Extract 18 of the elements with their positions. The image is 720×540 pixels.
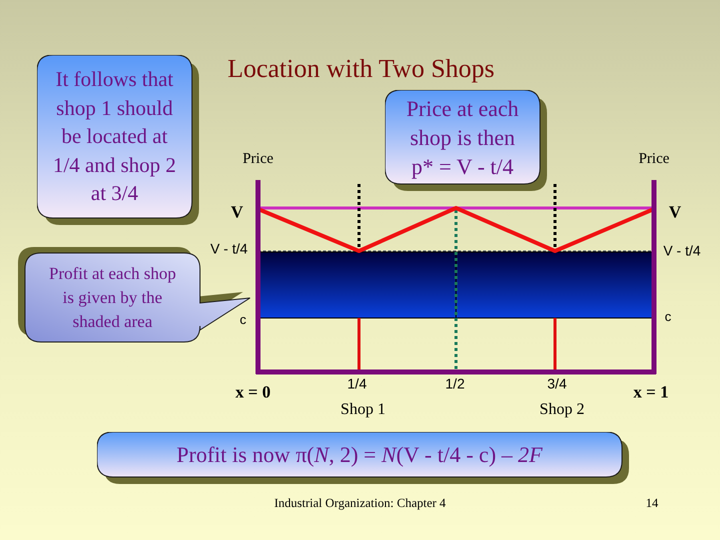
tick-label: 1/4 bbox=[347, 376, 367, 392]
footer-text: Industrial Organization: Chapter 4 bbox=[274, 497, 446, 511]
shop-label: Shop 2 bbox=[540, 401, 584, 419]
shop-label: Shop 1 bbox=[340, 401, 386, 419]
slide-title: Location with Two Shops bbox=[226, 53, 496, 84]
page-number: 14 bbox=[646, 497, 658, 511]
tick-label: x = 0 bbox=[235, 384, 271, 402]
axis-label: Price bbox=[242, 150, 274, 168]
tick-label: x = 1 bbox=[633, 384, 669, 402]
axis-label: Price bbox=[638, 150, 670, 168]
price-level-label: V bbox=[668, 204, 682, 222]
price-level-label: V - t/4 bbox=[663, 243, 701, 259]
price-level-label: c bbox=[240, 312, 246, 328]
price-level-label: V bbox=[230, 204, 244, 222]
price-level-label: V - t/4 bbox=[210, 241, 248, 257]
tick-label: 1/2 bbox=[445, 376, 465, 392]
price-level-label: c bbox=[664, 310, 672, 324]
tick-label: 3/4 bbox=[547, 376, 567, 392]
